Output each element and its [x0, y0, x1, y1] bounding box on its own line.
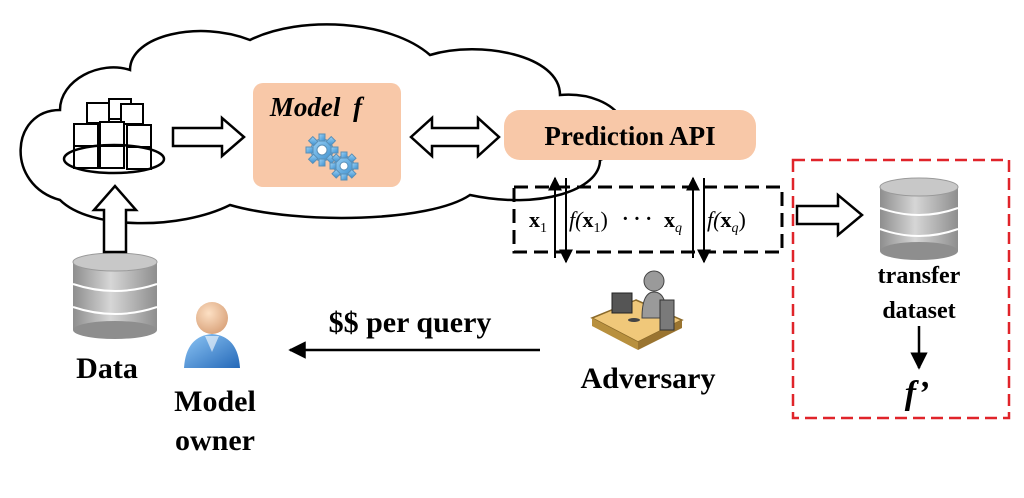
prediction-api-box	[504, 110, 756, 160]
gears-icon	[305, 133, 359, 181]
adversary-label: Adversary	[581, 362, 716, 395]
arrow-data-to-model	[171, 115, 246, 159]
arrow-data-up	[91, 184, 139, 254]
query-arrows	[548, 176, 711, 264]
query-box	[512, 185, 784, 254]
adversary-icon	[590, 270, 684, 350]
query-x1: x1	[529, 207, 547, 236]
response-f-xq: f(xq)	[707, 207, 746, 236]
data-label: Data	[76, 352, 138, 385]
query-contents: x1 f(x1) · · · xq f(xq)	[529, 207, 746, 236]
extracted-model-label: f’	[905, 375, 930, 412]
transfer-label-line1: transfer	[878, 263, 961, 289]
transfer-region	[791, 158, 1011, 420]
response-f-x1: f(x1)	[569, 207, 608, 236]
arrow-model-api	[409, 115, 501, 159]
model-owner-label-line1: Model	[174, 385, 256, 418]
query-xq: xq	[664, 207, 682, 236]
data-database-icon	[72, 252, 158, 339]
arrow-to-transfer	[795, 192, 864, 238]
transfer-label-line2: dataset	[882, 298, 955, 324]
model-owner-icon	[184, 302, 240, 368]
query-ellipsis: · · ·	[622, 208, 652, 230]
payment-label: $$ per query	[329, 306, 492, 339]
model-box	[253, 83, 401, 187]
data-store-icon	[62, 98, 166, 175]
model-owner-label-line2: owner	[175, 424, 255, 457]
model-label: Model f	[269, 92, 365, 122]
transfer-database-icon	[879, 177, 959, 260]
prediction-api-label: Prediction API	[544, 121, 715, 151]
